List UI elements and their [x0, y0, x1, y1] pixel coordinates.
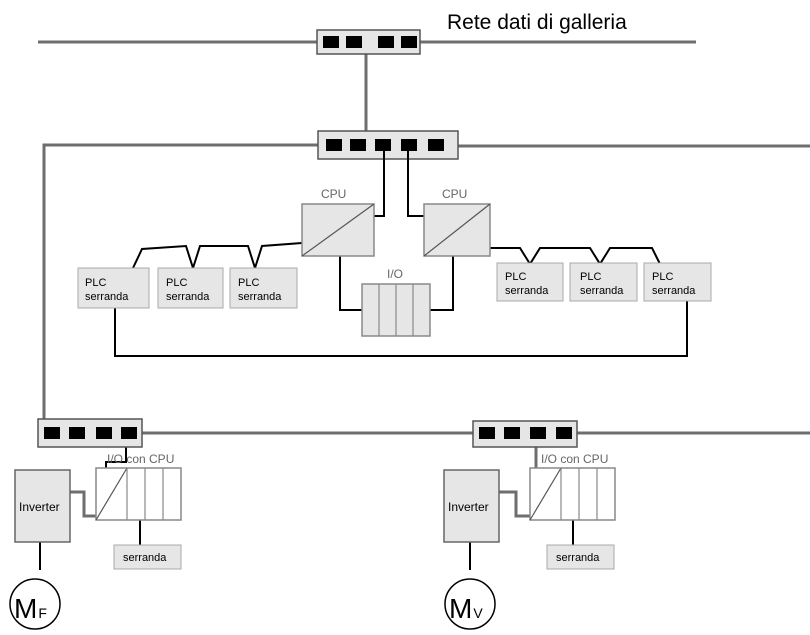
plc-label: PLC: [238, 277, 259, 289]
switch-port: [121, 427, 137, 439]
inverter-label: Inverter: [19, 500, 60, 514]
svg-text:MF: MF: [14, 593, 47, 624]
field-switch-right: [472, 420, 578, 448]
switch-port: [504, 427, 520, 439]
plc-serranda: PLC serranda: [643, 262, 712, 302]
switch-port: [479, 427, 495, 439]
serranda-box-left: serranda: [113, 544, 182, 570]
switch-port: [44, 427, 60, 439]
motor-subscript: V: [473, 605, 483, 621]
switch-port: [346, 36, 362, 48]
plc-label: PLC: [505, 271, 526, 283]
inverter-links: [70, 490, 538, 518]
serranda-box-right: serranda: [546, 544, 615, 570]
motor-symbol: M: [14, 593, 37, 624]
left-drop-line: [42, 143, 330, 428]
plc-serranda: PLC serranda: [496, 262, 564, 302]
switch-port: [350, 139, 366, 151]
backbone-switch: [316, 29, 421, 55]
plc-serranda: PLC serranda: [77, 267, 150, 309]
cpu-left: [301, 203, 375, 257]
plc-label: PLC: [652, 271, 673, 283]
plc-serranda: PLC serranda: [157, 267, 224, 309]
plc-sublabel: serranda: [580, 285, 624, 297]
motor-left: MF: [9, 578, 61, 630]
serranda-label: serranda: [556, 552, 600, 564]
motor-subscript: F: [38, 605, 47, 621]
plc-label: PLC: [580, 271, 601, 283]
plc-label: PLC: [166, 277, 187, 289]
plc-serranda: PLC serranda: [229, 267, 298, 309]
io-module-central: [361, 283, 431, 337]
cpu-right: [423, 203, 491, 257]
switch-port: [401, 139, 417, 151]
svg-text:MV: MV: [449, 593, 483, 624]
signal-wires: [39, 151, 688, 570]
plc-label: PLC: [85, 277, 106, 289]
plc-sublabel: serranda: [505, 285, 549, 297]
switch-port: [530, 427, 546, 439]
plc-sublabel: serranda: [85, 291, 129, 303]
field-switch-left: [37, 418, 143, 448]
plc-sublabel: serranda: [652, 285, 696, 297]
switch-port: [556, 427, 572, 439]
io-cpu-label-right: I/O con CPU: [541, 452, 608, 466]
motor-symbol: M: [449, 593, 472, 624]
switch-port: [326, 139, 342, 151]
cpu-label-left: CPU: [321, 187, 346, 201]
plc-serranda: PLC serranda: [569, 262, 638, 302]
plc-sublabel: serranda: [238, 291, 282, 303]
main-switch: [317, 130, 459, 160]
serranda-label: serranda: [123, 552, 167, 564]
network-title: Rete dati di galleria: [447, 11, 627, 34]
switch-port: [375, 139, 391, 151]
switch-port: [401, 36, 417, 48]
inverter-right: Inverter: [443, 469, 500, 543]
switch-port: [323, 36, 339, 48]
switch-port: [69, 427, 85, 439]
cpu-label-right: CPU: [442, 187, 467, 201]
motor-right: MV: [444, 578, 496, 630]
inverter-label: Inverter: [448, 500, 489, 514]
io-cpu-module-left: [95, 467, 182, 521]
inverter-left: Inverter: [14, 469, 71, 543]
switch-port: [96, 427, 112, 439]
io-cpu-label-left: I/O con CPU: [107, 452, 174, 466]
plc-sublabel: serranda: [166, 291, 210, 303]
switch-port: [378, 36, 394, 48]
io-cpu-module-right: [529, 467, 616, 521]
switch-port: [428, 139, 444, 151]
io-label: I/O: [387, 267, 403, 281]
